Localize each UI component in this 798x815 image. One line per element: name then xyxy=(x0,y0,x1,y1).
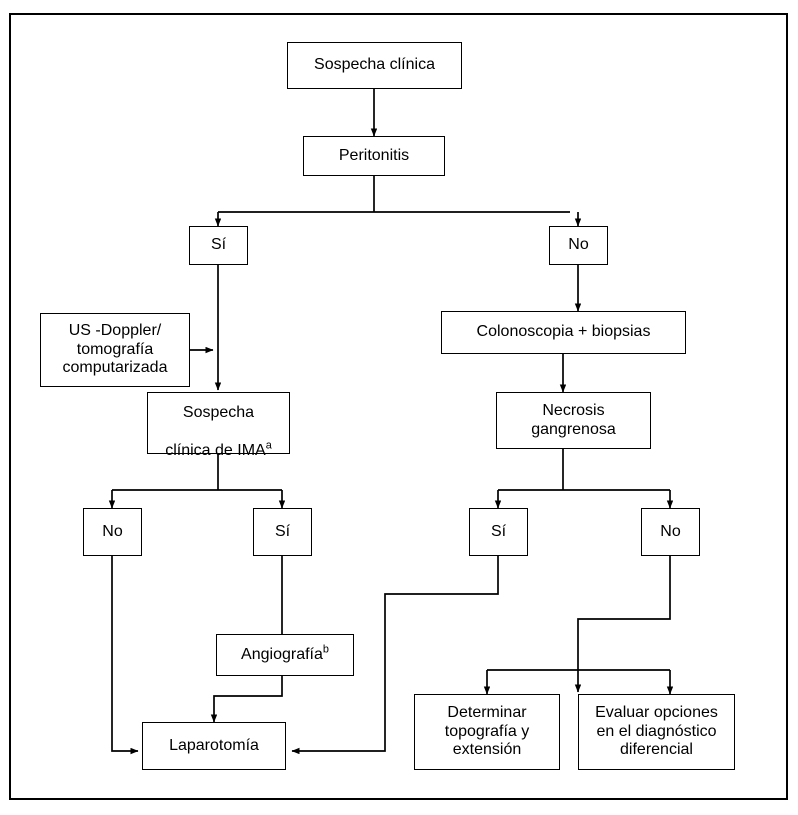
node-peritonitis[interactable]: Peritonitis xyxy=(303,136,445,176)
node-sospecha-ima-label: Sospecha clínica de IMAa xyxy=(165,385,272,461)
node-necrosis-si[interactable]: Sí xyxy=(469,508,528,556)
node-ima-si[interactable]: Sí xyxy=(253,508,312,556)
node-us-doppler[interactable]: US -Doppler/ tomografía computarizada xyxy=(40,313,190,387)
node-necrosis-gangrenosa-label: Necrosis gangrenosa xyxy=(531,401,616,438)
node-peritonitis-label: Peritonitis xyxy=(338,146,410,164)
node-necrosis-si-label: Sí xyxy=(490,522,507,540)
node-sospecha-clinica-label: Sospecha clínica xyxy=(314,56,435,74)
node-peritonitis-no[interactable]: No xyxy=(549,226,608,265)
node-angiografia-superscript: b xyxy=(322,643,329,656)
node-necrosis-gangrenosa[interactable]: Necrosis gangrenosa xyxy=(496,392,651,449)
node-colonoscopia[interactable]: Colonoscopia + biopsias xyxy=(441,311,686,354)
node-evaluar-opciones[interactable]: Evaluar opciones en el diagnóstico difer… xyxy=(578,694,735,770)
node-angiografia-label: Angiografíab xyxy=(241,643,329,665)
node-determinar-topografia-label: Determinar topografía y extensión xyxy=(444,703,530,759)
node-sospecha-clinica[interactable]: Sospecha clínica xyxy=(287,42,462,89)
node-evaluar-opciones-label: Evaluar opciones en el diagnóstico difer… xyxy=(595,703,718,759)
node-angiografia-text: Angiografía xyxy=(241,645,323,663)
node-us-doppler-label: US -Doppler/ tomografía computarizada xyxy=(62,321,168,377)
node-necrosis-no-label: No xyxy=(660,522,681,540)
node-determinar-topografia[interactable]: Determinar topografía y extensión xyxy=(414,694,560,770)
node-ima-no-label: No xyxy=(102,522,123,540)
node-sospecha-ima[interactable]: Sospecha clínica de IMAa xyxy=(147,392,290,459)
node-ima-no[interactable]: No xyxy=(83,508,142,556)
node-sospecha-ima-superscript: a xyxy=(265,439,272,452)
node-sospecha-ima-line2: clínica de IMA xyxy=(165,441,266,459)
node-ima-si-label: Sí xyxy=(274,522,291,540)
node-peritonitis-si[interactable]: Sí xyxy=(189,226,248,265)
node-sospecha-ima-line1: Sospecha xyxy=(182,404,255,422)
node-peritonitis-no-label: No xyxy=(568,236,589,254)
node-peritonitis-si-label: Sí xyxy=(210,236,227,254)
diagram-frame xyxy=(9,13,788,800)
node-laparotomia-label: Laparotomía xyxy=(169,736,259,754)
node-laparotomia[interactable]: Laparotomía xyxy=(142,722,286,770)
node-colonoscopia-label: Colonoscopia + biopsias xyxy=(476,323,651,341)
node-necrosis-no[interactable]: No xyxy=(641,508,700,556)
node-angiografia[interactable]: Angiografíab xyxy=(216,634,354,676)
